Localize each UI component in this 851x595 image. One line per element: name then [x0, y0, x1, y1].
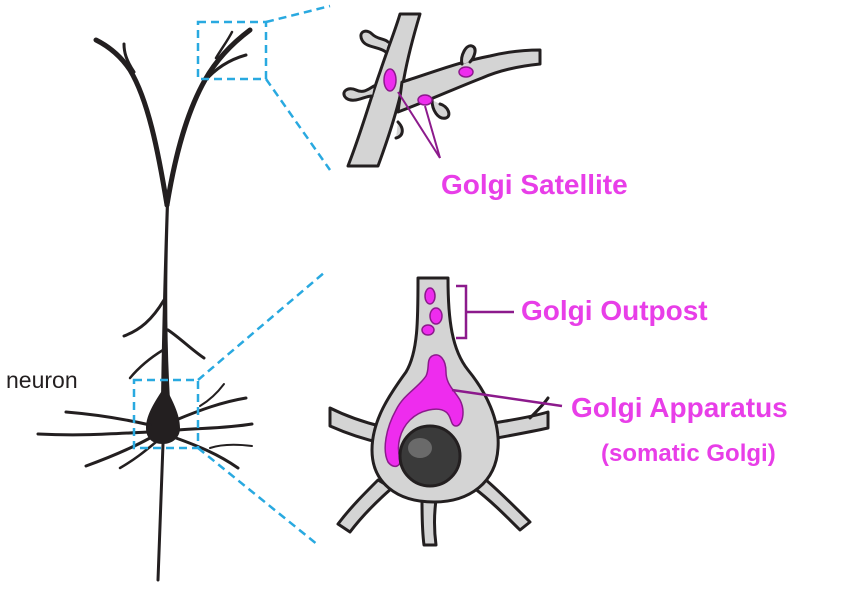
zoom-box-soma: [132, 378, 200, 450]
oblique-branch-1: [122, 298, 166, 338]
process-bottom: [420, 498, 438, 547]
basal-dendrite-9: [199, 383, 225, 407]
neuron-illustration: [36, 27, 254, 582]
outpost-bracket: [456, 284, 514, 340]
somatic-golgi-label: (somatic Golgi): [601, 440, 776, 467]
zoom-line-soma-top: [197, 271, 326, 381]
golgi-satellite-3: [458, 66, 474, 78]
neuron-label: neuron: [6, 367, 78, 393]
basal-dendrite-3: [84, 436, 152, 468]
basal-dendrite-7: [174, 436, 240, 470]
oblique-branch-3: [128, 348, 165, 380]
spine-5: [394, 120, 404, 140]
golgi-satellite-1: [383, 68, 397, 92]
apical-tuft-left: [93, 37, 170, 208]
axon: [156, 442, 165, 582]
process-bottom-right: [472, 478, 532, 532]
golgi-satellite-label: Golgi Satellite: [441, 169, 628, 200]
basal-dendrite-4: [118, 440, 158, 470]
spine-2: [342, 84, 376, 102]
golgi-satellite-2: [417, 94, 433, 106]
dendrite-branch: [396, 48, 542, 114]
apical-tuft-right-twig: [214, 30, 234, 60]
process-bottom-left: [336, 478, 394, 534]
golgi-apparatus: [384, 354, 464, 468]
process-right: [484, 410, 550, 442]
apical-tuft-right: [164, 27, 253, 208]
spine-4: [430, 98, 451, 120]
basal-dendrite-2: [36, 430, 150, 437]
process-twig: [528, 396, 550, 420]
apical-tuft-left-branch: [122, 42, 136, 74]
zoom-indicators: [132, 4, 332, 546]
spine-1: [359, 29, 390, 54]
basal-dendrite-1: [64, 410, 152, 427]
neuron-soma: [146, 386, 180, 444]
zoom-line-soma-bottom: [197, 447, 319, 546]
dendrite-zoom-illustration: [342, 12, 542, 168]
zoom-line-dendrite-top: [265, 4, 331, 24]
basal-dendrite-5: [174, 396, 248, 422]
basal-dendrite-6: [176, 422, 254, 432]
zoom-box-dendrite: [196, 20, 268, 81]
golgi-apparatus-label: Golgi Apparatus: [571, 392, 788, 423]
basal-dendrite-8: [209, 443, 253, 449]
nucleus: [398, 424, 462, 488]
apparatus-pointer: [451, 388, 563, 408]
dendrite-shaft: [346, 12, 422, 168]
satellite-pointers: [397, 91, 441, 159]
golgi-outposts: [421, 287, 443, 336]
golgi-outpost-label: Golgi Outpost: [521, 295, 708, 326]
oblique-branch-2: [166, 328, 206, 360]
spine-3: [460, 44, 477, 66]
zoom-line-dendrite-bottom: [264, 78, 332, 171]
